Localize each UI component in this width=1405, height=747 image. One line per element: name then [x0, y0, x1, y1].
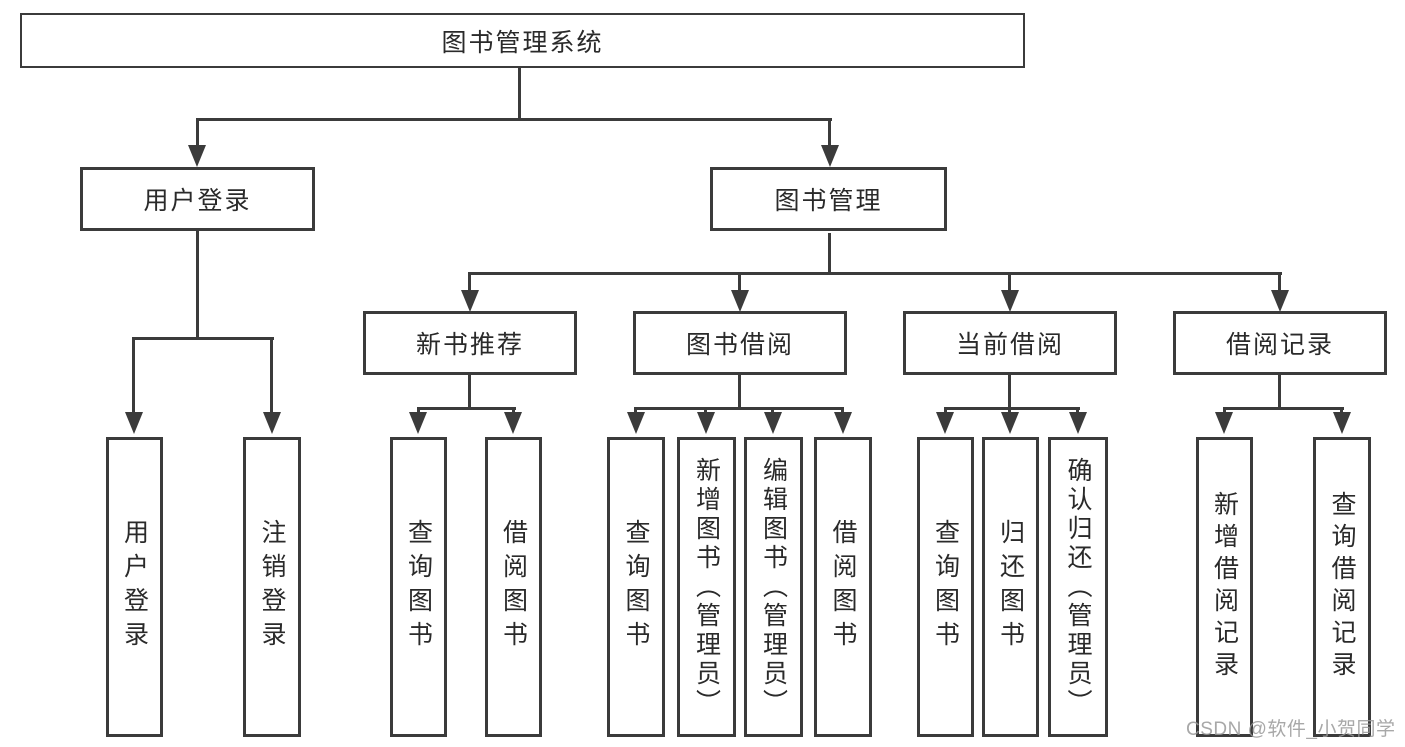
arrowhead-b1 — [409, 412, 427, 434]
arrowhead-leaf-logout — [263, 412, 281, 434]
arrowhead-e1 — [1215, 412, 1233, 434]
arrowhead-c1 — [627, 412, 645, 434]
edge-root-trunk — [518, 68, 521, 121]
edge-borrow-records-bus — [1223, 407, 1344, 410]
arrowhead-user-login — [188, 145, 206, 167]
leaf-borrow-books: 借阅图书 — [814, 437, 872, 737]
edge-book-management-bus — [468, 272, 1282, 275]
edge-stem-new-book — [468, 272, 471, 294]
leaf-query-books-recommend: 查询图书 — [390, 437, 447, 737]
arrowhead-book-management — [821, 145, 839, 167]
leaf-add-borrow-record: 新增借阅记录 — [1196, 437, 1253, 737]
edge-book-borrow-bus — [634, 407, 844, 410]
node-root: 图书管理系统 — [20, 13, 1025, 68]
leaf-confirm-return-admin: 确认归还（管理员） — [1048, 437, 1108, 737]
node-borrow-records: 借阅记录 — [1173, 311, 1387, 375]
arrowhead-b2 — [504, 412, 522, 434]
edge-stem-book-borrow — [738, 272, 741, 294]
leaf-query-books-current: 查询图书 — [917, 437, 974, 737]
leaf-query-borrow-record: 查询借阅记录 — [1313, 437, 1371, 737]
edge-user-login-trunk — [196, 231, 199, 340]
node-book-management: 图书管理 — [710, 167, 947, 231]
arrowhead-d1 — [936, 412, 954, 434]
leaf-logout: 注销登录 — [243, 437, 301, 737]
edge-stem-user-login — [196, 118, 199, 150]
edge-new-book-trunk — [468, 375, 471, 410]
edge-stem-borrow-records — [1278, 272, 1281, 294]
watermark: CSDN @软件_小贺同学 — [1186, 719, 1396, 740]
arrowhead-current-borrow — [1001, 290, 1019, 312]
edge-root-bus — [196, 118, 832, 121]
edge-new-book-bus — [417, 407, 516, 410]
arrowhead-book-borrow — [731, 290, 749, 312]
arrowhead-d3 — [1069, 412, 1087, 434]
arrowhead-borrow-records — [1271, 290, 1289, 312]
edge-current-borrow-trunk — [1008, 375, 1011, 410]
edge-stem-leaf-logout — [270, 337, 273, 415]
edge-current-borrow-bus — [944, 407, 1080, 410]
leaf-edit-book-admin: 编辑图书（管理员） — [744, 437, 803, 737]
arrowhead-c4 — [834, 412, 852, 434]
arrowhead-e2 — [1333, 412, 1351, 434]
node-user-login: 用户登录 — [80, 167, 315, 231]
edge-book-borrow-trunk — [738, 375, 741, 410]
edge-book-management-trunk — [828, 233, 831, 275]
arrowhead-leaf-user-login — [125, 412, 143, 434]
edge-user-login-bus — [132, 337, 274, 340]
edge-stem-book-management — [828, 118, 831, 150]
arrowhead-c2 — [697, 412, 715, 434]
arrowhead-new-book — [461, 290, 479, 312]
edge-stem-leaf-user-login — [132, 337, 135, 415]
leaf-add-book-admin: 新增图书（管理员） — [677, 437, 736, 737]
edge-stem-current-borrow — [1008, 272, 1011, 294]
leaf-borrow-books-recommend: 借阅图书 — [485, 437, 542, 737]
edge-borrow-records-trunk — [1278, 375, 1281, 410]
node-book-borrow: 图书借阅 — [633, 311, 847, 375]
node-current-borrow: 当前借阅 — [903, 311, 1117, 375]
node-new-book-recommend: 新书推荐 — [363, 311, 577, 375]
arrowhead-c3 — [764, 412, 782, 434]
leaf-user-login: 用户登录 — [106, 437, 163, 737]
leaf-return-books: 归还图书 — [982, 437, 1039, 737]
leaf-query-books-borrow: 查询图书 — [607, 437, 665, 737]
arrowhead-d2 — [1001, 412, 1019, 434]
